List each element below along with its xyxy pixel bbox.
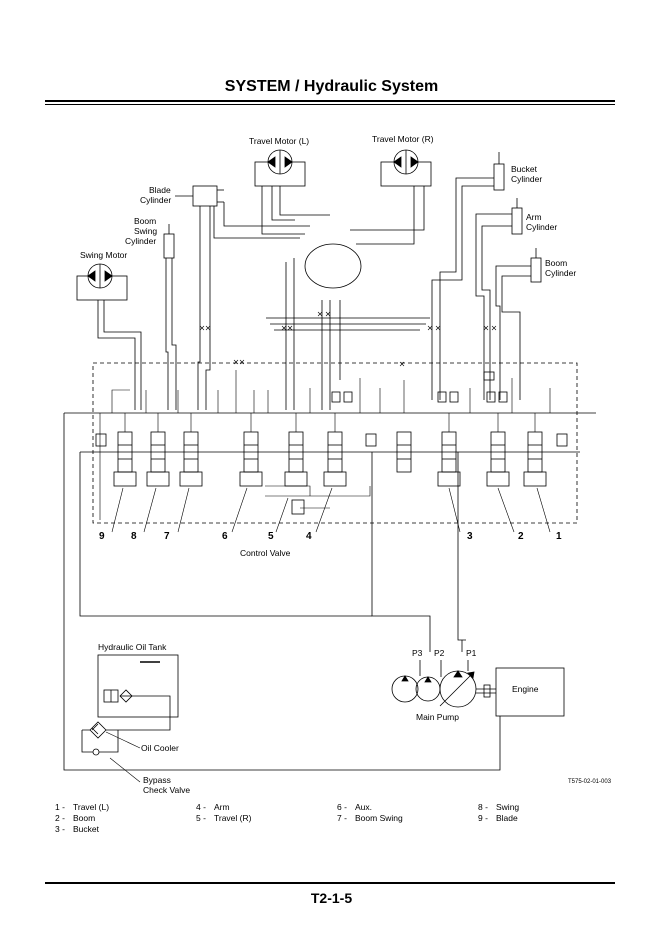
control-valve-boundary bbox=[92, 362, 578, 524]
legend-item: 2 -Boom bbox=[55, 813, 96, 823]
legend-col-2: 4 -Arm 5 -Travel (R) bbox=[196, 802, 251, 824]
callout-2: 2 bbox=[518, 531, 524, 542]
swing-motor bbox=[76, 263, 128, 301]
travel-motor-right bbox=[380, 149, 432, 187]
oil-cooler-label: Oil Cooler bbox=[141, 743, 179, 753]
actuator-hoses bbox=[97, 177, 531, 410]
oil-tank-label: Hydraulic Oil Tank bbox=[98, 642, 167, 652]
swing-motor-label: Swing Motor bbox=[80, 250, 127, 260]
header-rule bbox=[45, 100, 615, 102]
travel-motor-left bbox=[254, 149, 306, 187]
pump-port-p2: P2 bbox=[434, 648, 445, 658]
arm-cylinder-label-1: Arm bbox=[526, 212, 542, 222]
boom-swing-label-3: Cylinder bbox=[125, 236, 156, 246]
boom-swing-label-1: Boom bbox=[134, 216, 156, 226]
engine-box bbox=[495, 667, 565, 717]
main-pump-label: Main Pump bbox=[416, 712, 459, 722]
legend-col-4: 8 -Swing 9 -Blade bbox=[478, 802, 519, 824]
boom-cylinder-label-2: Cylinder bbox=[545, 268, 576, 278]
legend-item: 8 -Swing bbox=[478, 802, 520, 812]
callout-numbers: 9 8 7 6 5 4 3 2 1 bbox=[99, 531, 562, 542]
oil-cooler-icon bbox=[82, 721, 118, 739]
valve-internal-lines bbox=[99, 370, 551, 520]
travel-motor-left-label: Travel Motor (L) bbox=[249, 136, 309, 146]
callout-7: 7 bbox=[164, 531, 170, 542]
boom-swing-label-2: Swing bbox=[134, 226, 157, 236]
bucket-cylinder-label-2: Cylinder bbox=[511, 174, 542, 184]
travel-motor-right-label: Travel Motor (R) bbox=[372, 134, 434, 144]
bypass-label-1: Bypass bbox=[143, 775, 171, 785]
legend-col-1: 1 -Travel (L) 2 -Boom 3 -Bucket bbox=[55, 802, 109, 835]
arm-cylinder bbox=[511, 198, 523, 235]
legend-item: 5 -Travel (R) bbox=[196, 813, 252, 823]
pump-supply-lines bbox=[371, 452, 466, 652]
callout-5: 5 bbox=[268, 531, 274, 542]
callout-6: 6 bbox=[222, 531, 228, 542]
blade-cylinder bbox=[175, 185, 224, 207]
crossover-markers bbox=[199, 311, 497, 367]
hydraulic-oil-tank bbox=[97, 654, 179, 718]
header-rule-thin bbox=[45, 104, 615, 105]
engine-label: Engine bbox=[512, 684, 539, 694]
legend-item: 7 -Boom Swing bbox=[337, 813, 403, 823]
legend-item: 6 -Aux. bbox=[337, 802, 373, 812]
tank-filter-icon bbox=[103, 689, 171, 731]
legend-item: 4 -Arm bbox=[196, 802, 230, 812]
legend-item: 1 -Travel (L) bbox=[55, 802, 110, 812]
blade-cylinder-label-2: Cylinder bbox=[140, 195, 171, 205]
bypass-label-2: Check Valve bbox=[143, 785, 190, 795]
bucket-cylinder bbox=[493, 152, 505, 191]
legend-item: 9 -Blade bbox=[478, 813, 518, 823]
callout-9: 9 bbox=[99, 531, 105, 542]
arm-cylinder-label-2: Cylinder bbox=[526, 222, 557, 232]
callout-leaders bbox=[111, 487, 551, 533]
line-crossing-ellipse bbox=[304, 243, 362, 289]
callout-3: 3 bbox=[467, 531, 473, 542]
legend-item: 3 -Bucket bbox=[55, 824, 99, 834]
legend-col-3: 6 -Aux. 7 -Boom Swing bbox=[337, 802, 403, 824]
callout-1: 1 bbox=[556, 531, 562, 542]
bypass-leader bbox=[109, 757, 141, 783]
control-valve-label: Control Valve bbox=[240, 548, 291, 558]
page-title: SYSTEM / Hydraulic System bbox=[224, 78, 439, 95]
boom-swing-cylinder bbox=[163, 224, 175, 259]
boom-cylinder bbox=[530, 248, 542, 283]
pump-leaders bbox=[419, 660, 469, 677]
figure-code: T575-02-01-003 bbox=[568, 779, 612, 785]
pump-port-p3: P3 bbox=[412, 648, 423, 658]
relief-valves bbox=[95, 371, 568, 515]
callout-4: 4 bbox=[306, 531, 312, 542]
tank-return-lines bbox=[63, 413, 501, 771]
bucket-cylinder-label-1: Bucket bbox=[511, 164, 538, 174]
pump-port-p1: P1 bbox=[466, 648, 477, 658]
page-number: T2-1-5 bbox=[310, 890, 353, 906]
boom-cylinder-label-1: Boom bbox=[545, 258, 567, 268]
blade-cylinder-label-1: Blade bbox=[149, 185, 171, 195]
oil-cooler-leader bbox=[105, 731, 141, 749]
bypass-check-valve-icon bbox=[81, 730, 119, 756]
footer-rule bbox=[45, 882, 615, 884]
valve-spools bbox=[113, 431, 547, 487]
main-pump bbox=[391, 670, 496, 708]
callout-8: 8 bbox=[131, 531, 137, 542]
